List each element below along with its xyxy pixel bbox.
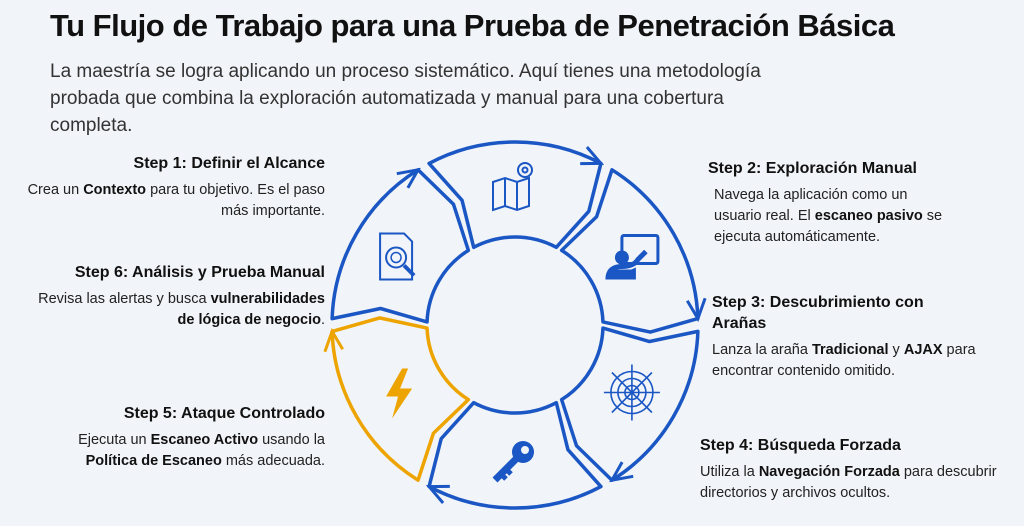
step-bold: AJAX [903,342,943,358]
step-text: para tu objetivo. Es el paso más importa… [146,182,325,219]
lightning-icon [386,368,413,419]
subtitle: La maestría se logra aplicando un proces… [50,61,761,136]
step-bold: escaneo pasivo [814,208,923,224]
arrow-icon [686,297,707,323]
arrow-icon [323,327,344,353]
cycle-segment-2 [559,168,707,334]
step-text: se ejecuta automáticamente. [714,208,943,245]
step-bold: Contexto [83,182,147,198]
step-text: Ejecuta un [78,432,151,448]
step-text: para encontrar contenido omitido. [712,342,976,379]
document-analysis-icon [379,232,416,281]
key-icon [492,441,534,483]
step-title: Step 5: Ataque Controlado [123,405,325,422]
step-bold: Tradicional [811,342,889,358]
map-target-icon [492,162,533,212]
step-text: usando la [258,432,325,448]
cycle-segment-6 [330,167,471,324]
step-text: y [888,342,904,358]
segment-outline [427,140,603,250]
step-bold: Navegación Forzada [758,464,900,480]
step-title: Step 1: Definir el Alcance [133,155,325,172]
step-bold: Escaneo Activo [150,432,259,448]
user-browser-icon [605,234,660,280]
segment-outline [330,168,471,324]
arrow-icon [396,167,421,189]
step-text: Lanza la araña [712,342,812,358]
cycle-segment-4 [425,400,603,510]
cycle-segment-5 [323,316,471,482]
step-text: . [320,312,325,328]
page-title: Tu Flujo de Trabajo para una Prueba de P… [50,8,895,43]
cycle-segment-1 [427,140,605,250]
step-bold: vulnerabilidades de lógica de negocio [177,291,325,328]
step-text: para descubrir directorios y archivos oc… [700,464,997,501]
step-text: Revisa las alertas y busca [38,291,211,307]
step-bold: Política de Escaneo [85,453,222,469]
step-text: más adecuada. [221,453,325,469]
arrow-icon [425,484,450,504]
segment-outline [559,326,700,482]
step-title: Step 3: Descubrimiento con Arañas [712,294,924,332]
segment-outline [559,168,700,334]
step-text: Utiliza la [700,464,759,480]
cycle-segment-3 [559,326,700,483]
step-text: Crea un [27,182,84,198]
step-text: Navega la aplicación como un usuario rea… [714,187,908,224]
arrow-icon [609,461,634,483]
step-title: Step 4: Búsqueda Forzada [700,437,901,454]
arrow-icon [580,146,605,166]
spider-web-icon [603,364,660,421]
step-title: Step 6: Análisis y Prueba Manual [74,264,325,281]
step-title: Step 2: Exploración Manual [708,160,917,177]
